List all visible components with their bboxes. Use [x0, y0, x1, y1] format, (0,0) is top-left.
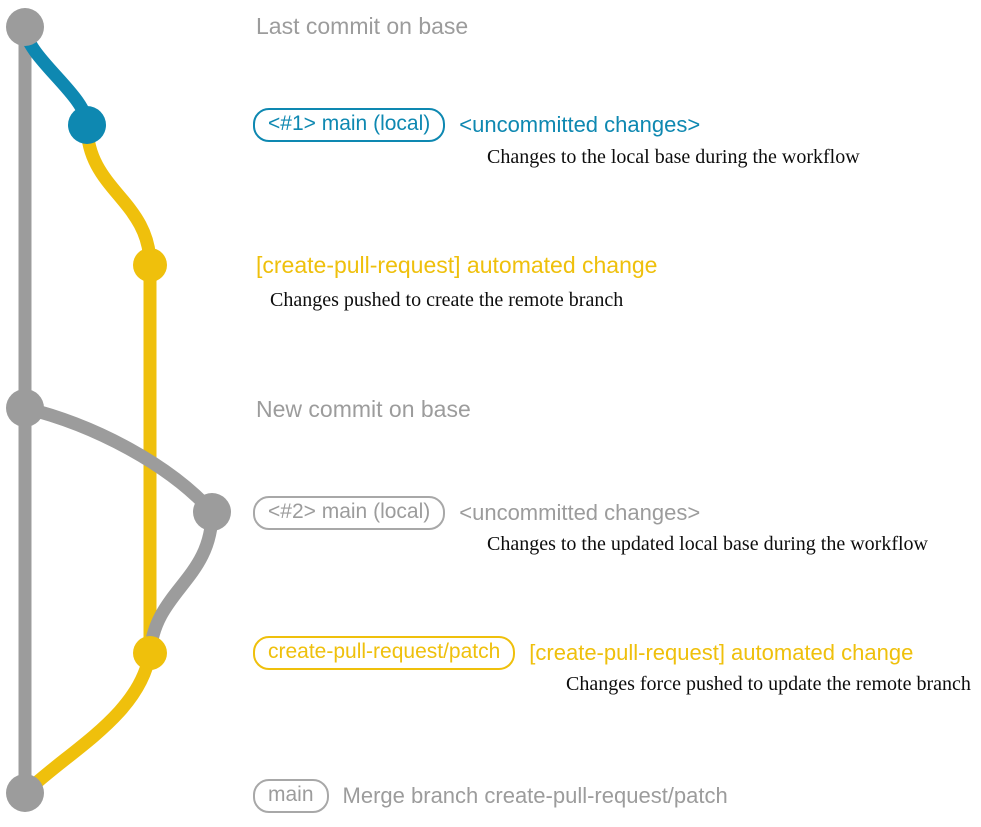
edge-base-n5-n6	[143, 505, 219, 660]
headline-new-commit-on-base: New commit on base	[256, 396, 471, 422]
row-merge-commit: main Merge branch create-pull-request/pa…	[253, 779, 728, 813]
commit-node-local-2[interactable]	[193, 493, 231, 531]
edge-remote-n2-n3	[80, 118, 157, 272]
commit-subject-automated-change-2: [create-pull-request] automated change	[529, 640, 914, 665]
edge-base-n4-n5	[18, 401, 219, 519]
note-local-commit-1: Changes to the local base during the wor…	[487, 146, 860, 168]
commit-node-merge[interactable]	[6, 774, 44, 812]
branch-badge-main-local-1[interactable]: <#1> main (local)	[253, 108, 446, 142]
edge-remote-n6-n7	[18, 646, 157, 800]
commit-node-last-base[interactable]	[6, 8, 44, 46]
branch-badge-main-local-2[interactable]: <#2> main (local)	[253, 496, 446, 530]
branch-badge-create-pull-request-patch[interactable]: create-pull-request/patch	[253, 636, 516, 670]
commit-subject-uncommitted-1: <uncommitted changes>	[459, 112, 701, 137]
headline-automated-change-1: [create-pull-request] automated change	[256, 252, 658, 278]
commit-node-new-base[interactable]	[6, 389, 44, 427]
branch-badge-main[interactable]: main	[253, 779, 329, 813]
note-local-commit-2: Changes to the updated local base during…	[487, 533, 928, 555]
commit-node-remote-2[interactable]	[133, 636, 167, 670]
commit-subject-merge: Merge branch create-pull-request/patch	[342, 783, 728, 808]
note-automated-change-2: Changes force pushed to update the remot…	[566, 673, 971, 695]
commit-node-remote-1[interactable]	[133, 248, 167, 282]
row-local-commit-2: <#2> main (local) <uncommitted changes>	[253, 496, 700, 530]
commit-subject-uncommitted-2: <uncommitted changes>	[459, 500, 701, 525]
commit-graph	[6, 8, 231, 812]
row-local-commit-1: <#1> main (local) <uncommitted changes>	[253, 108, 700, 142]
row-automated-change-2: create-pull-request/patch [create-pull-r…	[253, 636, 913, 670]
note-automated-change-1: Changes pushed to create the remote bran…	[270, 289, 624, 311]
commit-node-local-1[interactable]	[68, 106, 106, 144]
headline-last-commit-on-base: Last commit on base	[256, 13, 469, 39]
